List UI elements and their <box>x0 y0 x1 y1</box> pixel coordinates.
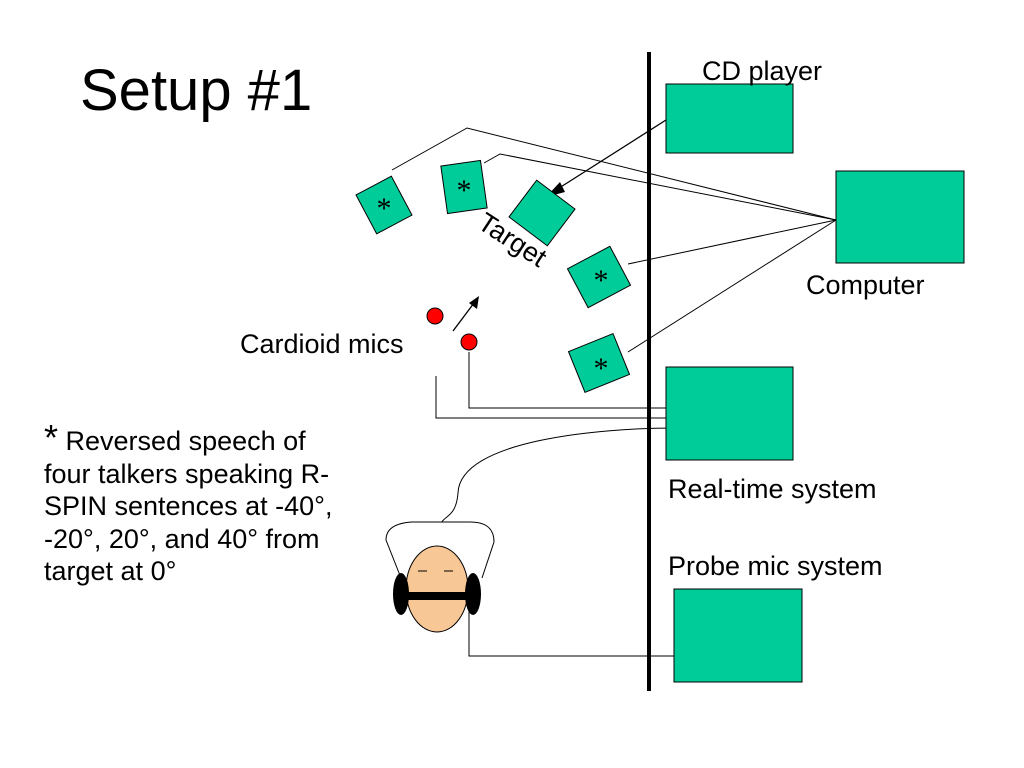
speaker-plus20: * <box>566 245 632 309</box>
real-time-system-box <box>665 366 794 461</box>
headphone-cable <box>440 427 677 527</box>
footnote-marker: * <box>44 417 59 458</box>
computer-wires <box>391 127 837 353</box>
probe-mic-system-box <box>673 588 803 683</box>
cd-player-box <box>665 83 794 154</box>
cardioid-mics-label: Cardioid mics <box>240 329 404 359</box>
footnote-text: Reversed speech of four talkers speaking… <box>44 426 333 586</box>
cd-to-target-arrow <box>555 119 667 191</box>
footnote: * Reversed speech of four talkers speaki… <box>44 420 344 588</box>
speaker-star: * <box>377 192 392 225</box>
computer-label: Computer <box>806 270 925 300</box>
speaker-star: * <box>457 174 472 207</box>
speaker-plus40: * <box>567 332 631 394</box>
arrowhead-icon <box>469 296 479 309</box>
mic-direction-arrow <box>452 302 475 332</box>
speaker-minus40: * <box>355 175 413 235</box>
cardioid-mic-left <box>426 307 444 325</box>
probe-mic-system-label: Probe mic system <box>668 551 883 581</box>
speaker-star: * <box>594 352 609 385</box>
cd-player-label: CD player <box>702 56 822 86</box>
cardioid-mic-right <box>460 333 478 351</box>
mic-wires <box>435 352 676 419</box>
probe-mic-wire <box>468 610 676 657</box>
speaker-minus20: * <box>440 159 488 215</box>
listener-head-icon <box>385 521 495 633</box>
speaker-star: * <box>594 264 609 297</box>
speaker-target <box>508 179 576 247</box>
real-time-system-label: Real-time system <box>668 474 877 504</box>
computer-box <box>835 170 965 264</box>
page-title: Setup #1 <box>80 58 312 123</box>
